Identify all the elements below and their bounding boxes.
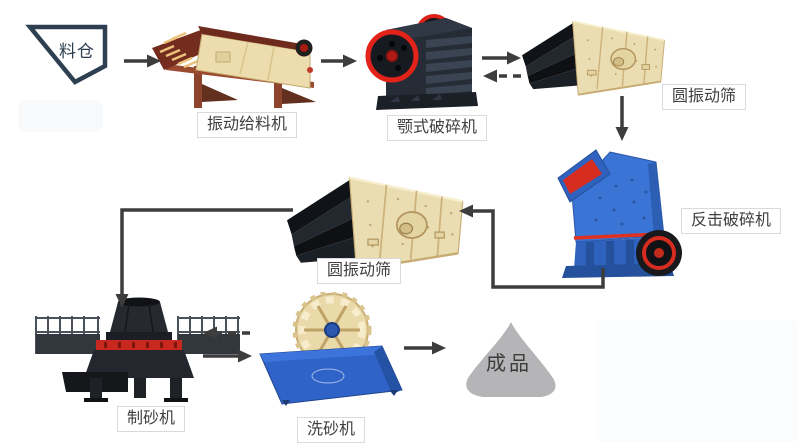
arrow-screen-to-jaw-crusher-dashed (483, 69, 521, 83)
sand-maker-illustration (35, 297, 240, 402)
grizzly-deck (152, 28, 214, 70)
jaw-crusher-illustration (365, 14, 478, 110)
base-ribs (586, 240, 634, 267)
grizzly-bars (159, 31, 199, 69)
red-band (96, 340, 182, 350)
jaw-crusher-label: 颚式破碎机 (387, 115, 488, 141)
hopper-label: 料仓 (59, 42, 95, 61)
feed-chute (563, 159, 602, 194)
hopper-icon (25, 24, 108, 85)
faint-patch (596, 320, 798, 442)
vibrating-feeder-illustration (152, 26, 316, 108)
arrow-jaw-crusher-to-screen (482, 51, 521, 65)
product-label: 成品 (486, 353, 532, 375)
feeder-label: 振动给料机 (197, 112, 298, 138)
screen-top-label: 圆振动筛 (662, 84, 747, 110)
sand-washer-illustration (259, 292, 403, 406)
side-ribs (426, 36, 472, 96)
sand-washer-label: 洗砂机 (297, 417, 366, 443)
sand-maker-label: 制砂机 (117, 406, 186, 432)
product-pile-icon (466, 322, 556, 397)
arrow-washer-to-product (404, 341, 446, 355)
vibrating-screen-top-illustration (522, 20, 666, 96)
impact-crusher-label: 反击破碎机 (681, 208, 782, 234)
impact-crusher-illustration (557, 149, 682, 278)
screen-mid-label: 圆振动筛 (317, 258, 402, 284)
faint-patch (18, 100, 103, 132)
